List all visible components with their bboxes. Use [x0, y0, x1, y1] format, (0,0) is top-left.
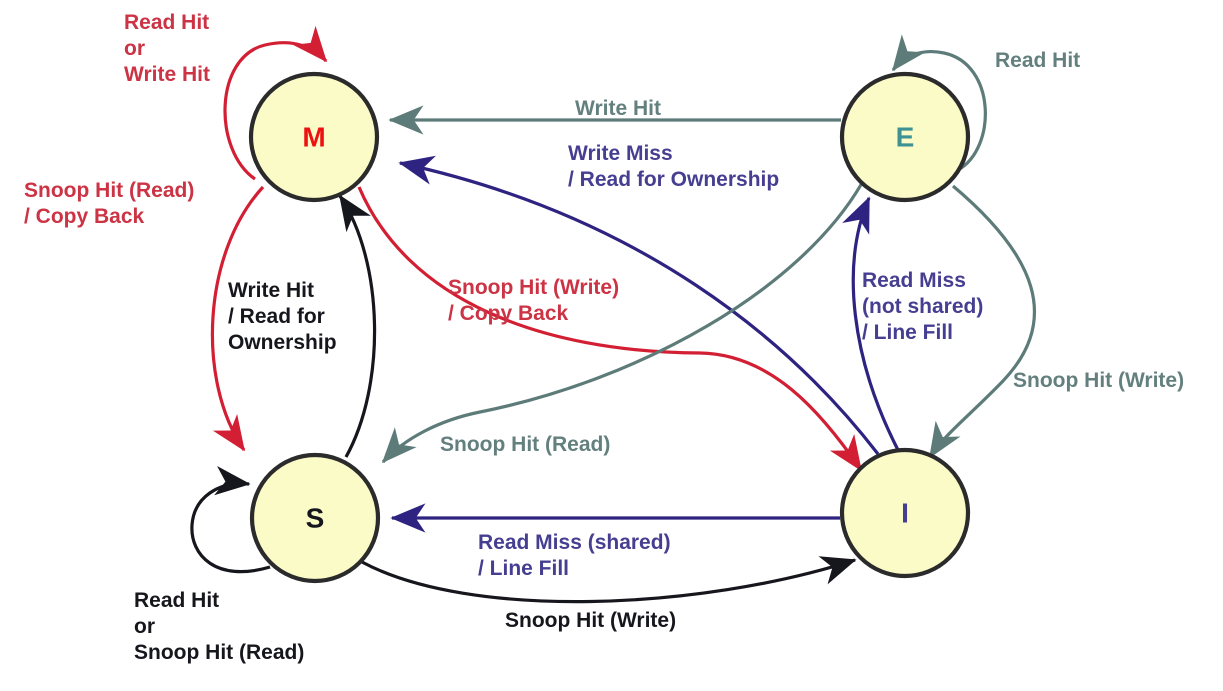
node-S-label: S	[306, 503, 325, 534]
edge-label-m-to-s: Snoop Hit (Read) / Copy Back	[24, 179, 195, 228]
edge-E-to-I	[928, 184, 1037, 459]
edge-M-to-I	[357, 186, 863, 472]
edges-layer	[190, 25, 1037, 604]
node-I-label: I	[901, 498, 909, 529]
node-E-circle[interactable]	[839, 71, 971, 203]
node-E-label: E	[896, 122, 915, 153]
edge-M-to-M	[223, 25, 328, 181]
nodes-layer: M E S I	[248, 71, 971, 584]
edge-label-i-to-s: Read Miss (shared) / Line Fill	[478, 531, 671, 580]
edge-S-to-I	[361, 556, 857, 604]
edge-I-to-E	[842, 196, 900, 451]
edge-I-to-M	[398, 155, 880, 455]
node-S-circle[interactable]	[249, 452, 381, 584]
node-I-circle[interactable]	[839, 447, 971, 579]
edge-label-e-to-s: Snoop Hit (Read)	[440, 433, 611, 456]
edge-S-to-M	[338, 194, 377, 458]
edge-label-e-to-m: Write Hit	[575, 97, 661, 120]
edge-label-e-to-i: Snoop Hit (Write)	[1013, 369, 1185, 392]
edge-label-i-to-e: Read Miss (not shared) / Line Fill	[862, 269, 984, 344]
node-M-label: M	[302, 122, 325, 153]
edge-label-s-to-m: Write Hit / Read for Ownership	[228, 279, 337, 354]
edge-label-e-self: Read Hit	[995, 49, 1081, 72]
edge-label-m-to-i: Snoop Hit (Write) / Copy Back	[448, 276, 620, 325]
edge-E-to-E	[891, 34, 987, 172]
edge-label-s-self: Read Hit or Snoop Hit (Read)	[134, 589, 305, 664]
node-M-circle[interactable]	[248, 71, 380, 203]
edge-label-s-to-i: Snoop Hit (Write)	[505, 609, 677, 632]
edge-M-to-S	[210, 185, 265, 452]
edge-label-m-self: Read Hit or Write Hit	[124, 11, 210, 86]
edge-E-to-S	[381, 182, 864, 464]
edge-label-i-to-m: Write Miss / Read for Ownership	[568, 142, 780, 191]
edge-S-to-S	[190, 466, 271, 574]
